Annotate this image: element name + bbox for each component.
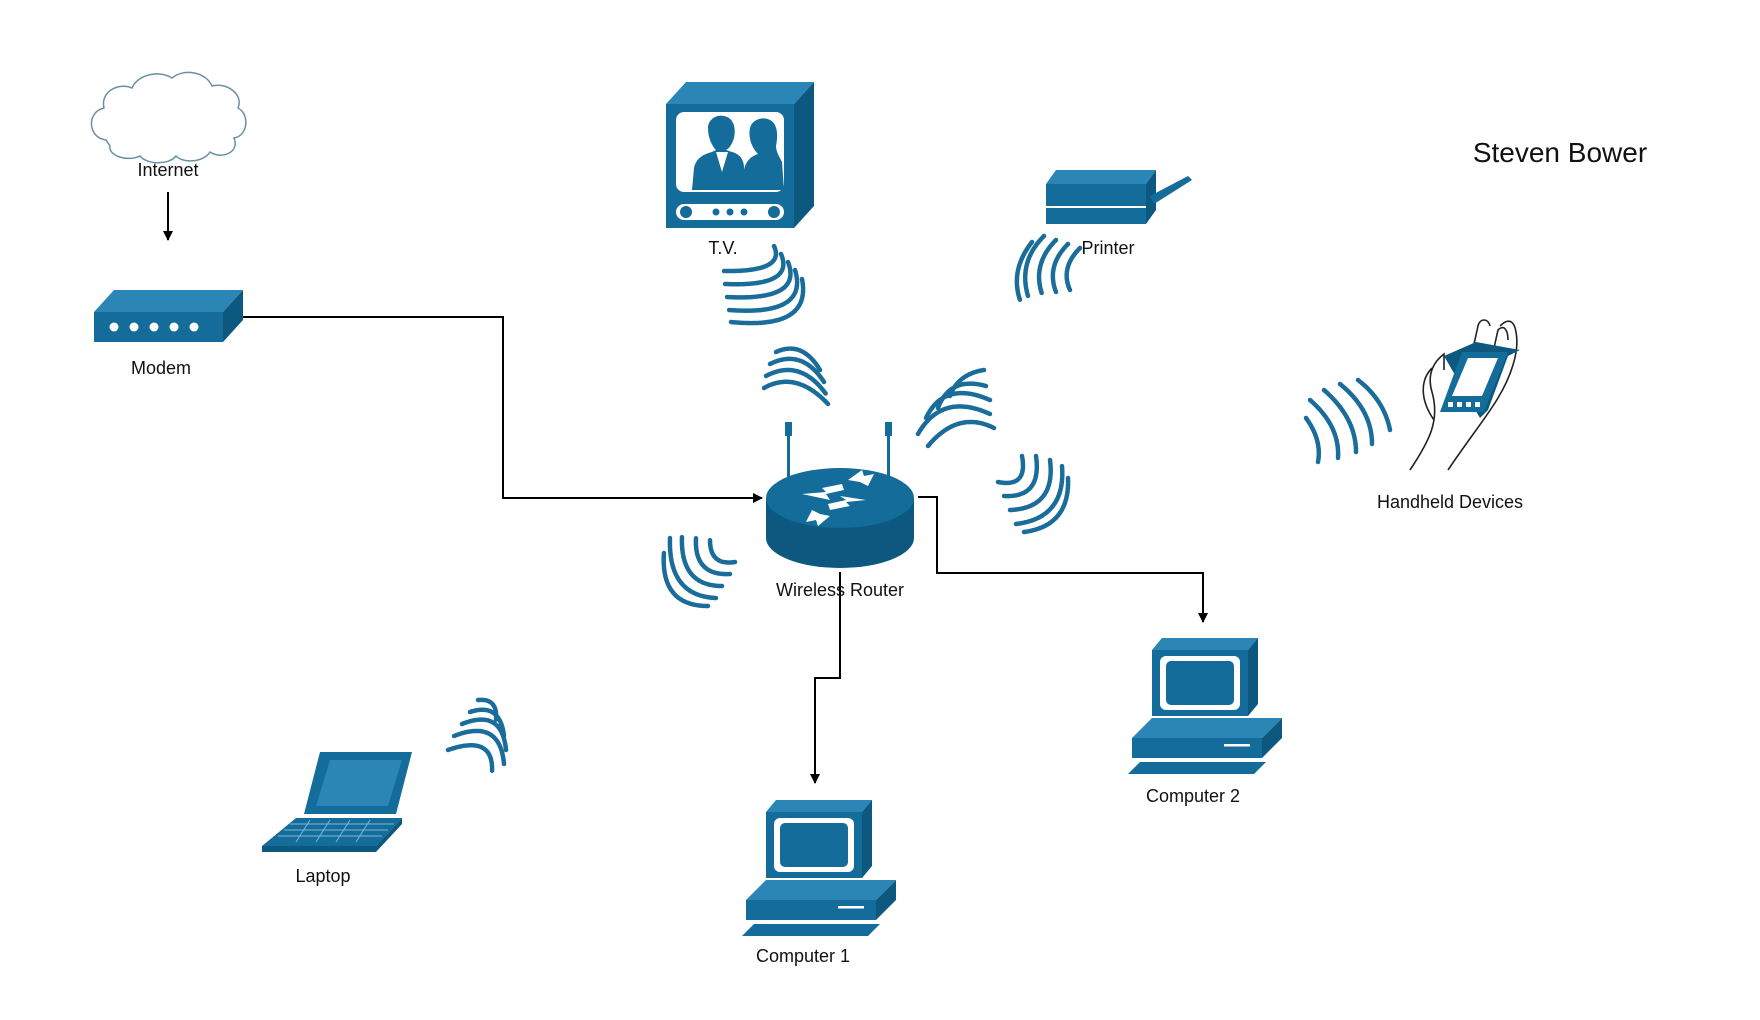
node-computer2: Computer 2 xyxy=(1128,638,1282,806)
handheld-device-icon xyxy=(1409,319,1520,471)
node-printer: Printer xyxy=(1046,170,1192,258)
modem-icon xyxy=(94,290,243,342)
desktop-computer-icon xyxy=(1128,638,1282,774)
signal-waves-icon xyxy=(995,453,1071,535)
internet-label: Internet xyxy=(137,160,198,180)
node-internet: Internet xyxy=(90,71,247,180)
author-title: Steven Bower xyxy=(1473,137,1647,168)
signal-waves-icon xyxy=(661,533,738,609)
signal-waves-icon xyxy=(445,697,509,775)
signal-waves-icon xyxy=(1303,377,1393,465)
signal-waves-icon xyxy=(721,243,806,326)
cloud-icon xyxy=(90,71,247,164)
node-modem: Modem xyxy=(94,290,243,378)
printer-icon xyxy=(1046,170,1192,224)
tv-label: T.V. xyxy=(708,238,737,258)
signal-waves-icon xyxy=(761,346,831,407)
handheld-label: Handheld Devices xyxy=(1377,492,1523,512)
wireless-router-icon xyxy=(766,422,914,568)
connector-router-computer2 xyxy=(918,496,1208,623)
node-laptop: Laptop xyxy=(262,752,412,886)
connector-router-computer1 xyxy=(810,572,841,784)
signal-waves-icon xyxy=(1014,233,1083,303)
wireless-signals xyxy=(445,233,1393,775)
node-handheld: Handheld Devices xyxy=(1377,319,1523,512)
laptop-label: Laptop xyxy=(295,866,350,886)
tv-icon xyxy=(666,82,814,228)
connectors xyxy=(163,192,1208,784)
modem-label: Modem xyxy=(131,358,191,378)
router-label: Wireless Router xyxy=(776,580,904,600)
desktop-computer-icon xyxy=(742,800,896,936)
printer-label: Printer xyxy=(1081,238,1134,258)
node-computer1: Computer 1 xyxy=(742,800,896,966)
node-router: Wireless Router xyxy=(766,422,914,600)
computer2-label: Computer 2 xyxy=(1146,786,1240,806)
node-tv: T.V. xyxy=(666,82,814,258)
connector-modem-router xyxy=(243,316,763,503)
computer1-label: Computer 1 xyxy=(756,946,850,966)
laptop-icon xyxy=(262,752,412,852)
signal-waves-icon xyxy=(915,367,997,449)
